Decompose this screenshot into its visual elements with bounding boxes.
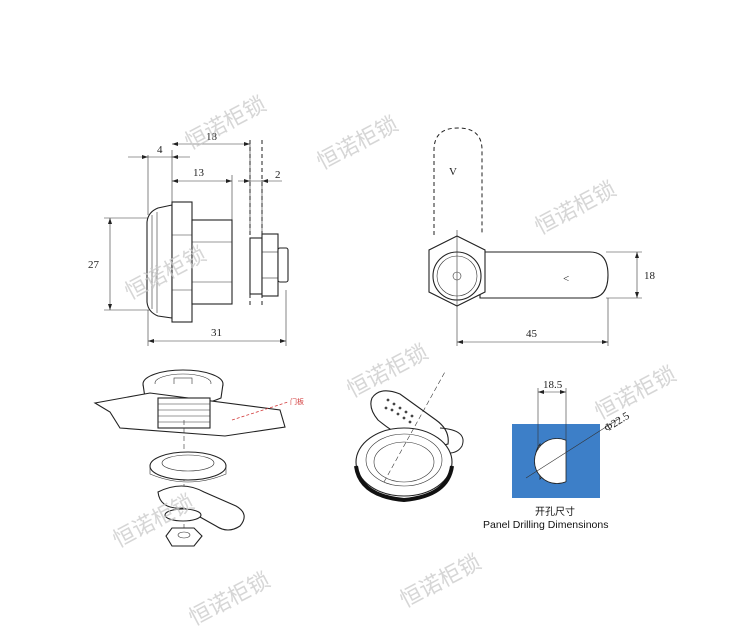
front-view: V < [428, 127, 642, 346]
watermark: 恒诺柜锁 [181, 92, 270, 155]
watermark: 恒诺柜锁 [531, 177, 620, 240]
panel-caption-chinese: 开孔尺寸 [535, 505, 575, 518]
svg-text:<: < [563, 273, 569, 285]
watermark: 恒诺柜锁 [185, 568, 274, 627]
exploded-view: 门板 [93, 369, 304, 547]
panel-caption-english: Panel Drilling Dimensinons [483, 519, 608, 531]
dim-4: 4 [157, 144, 163, 156]
cover-view [354, 369, 464, 503]
watermark: 恒诺柜锁 [591, 362, 680, 425]
dim-18-top: 18 [206, 131, 218, 143]
dim-27: 27 [88, 259, 100, 271]
dim-hole-width: 18.5 [543, 379, 563, 391]
dim-31: 31 [211, 327, 222, 339]
door-label: 门板 [290, 397, 304, 406]
watermark: 恒诺柜锁 [396, 550, 485, 613]
panel-hole-diagram [512, 388, 621, 498]
dim-2: 2 [275, 169, 281, 181]
svg-text:V: V [449, 166, 457, 178]
dim-18-right: 18 [644, 270, 656, 282]
dim-45: 45 [526, 328, 538, 340]
dim-13: 13 [193, 167, 205, 179]
side-view [104, 140, 289, 346]
watermark: 恒诺柜锁 [313, 112, 402, 175]
